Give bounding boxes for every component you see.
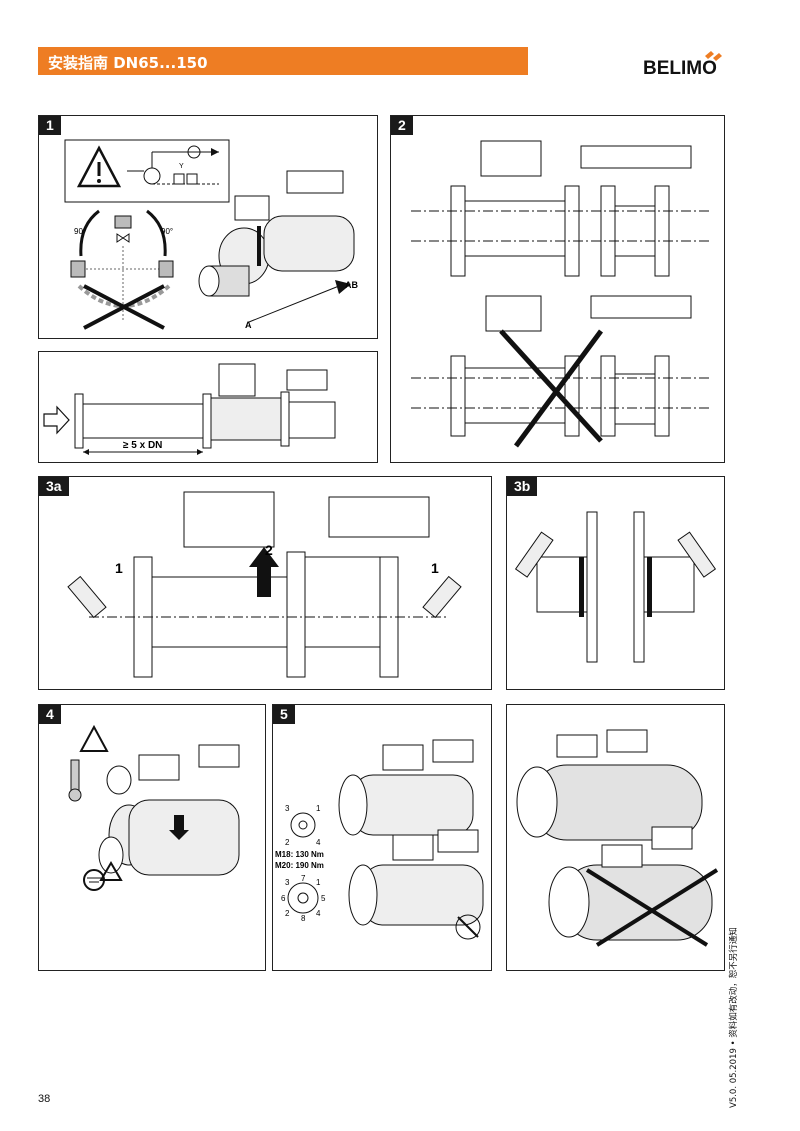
svg-text:90°: 90° [161, 227, 173, 236]
svg-text:1: 1 [431, 560, 439, 576]
panel-3b: 3b [506, 476, 725, 690]
torque-m18: M18: 130 Nm [275, 850, 324, 859]
page-number: 38 [38, 1093, 51, 1105]
page-title: 安装指南 DN65...150 [48, 54, 208, 72]
svg-text:6: 6 [281, 894, 286, 903]
flow-arrow-icon [43, 405, 70, 435]
ground-icon [83, 861, 123, 891]
svg-text:5: 5 [321, 894, 326, 903]
svg-text:3: 3 [285, 878, 290, 887]
svg-text:AB: AB [345, 280, 358, 290]
belimo-logo: BELIMO [643, 51, 722, 79]
panel-number: 2 [391, 116, 413, 135]
torque-m20: M20: 190 Nm [275, 861, 324, 870]
panel-3a-illustration: 2 1 1 [67, 491, 462, 678]
panel-number: 5 [273, 705, 295, 724]
panel-4: 4 [38, 704, 266, 971]
svg-text:2: 2 [285, 838, 290, 847]
panel-1: 1 Y 90° 90° [38, 115, 378, 339]
panel-3b-illustration [514, 511, 717, 663]
panel-2: 2 [390, 115, 725, 463]
panel-2-illustration [411, 140, 711, 448]
svg-text:4: 4 [316, 838, 321, 847]
svg-text:A: A [245, 320, 252, 330]
panel-5-illustration: 3 1 2 4 M18: 130 Nm M20: 190 Nm 7 1 5 4 … [275, 739, 484, 940]
svg-text:90°: 90° [74, 227, 86, 236]
svg-text:2: 2 [265, 542, 273, 558]
panel-1-illustration: Y 90° 90° A AB [64, 139, 358, 330]
panel-6-illustration [516, 729, 719, 947]
bolt-pattern-4: 3 1 2 4 [285, 804, 321, 847]
svg-text:2: 2 [285, 909, 290, 918]
panel-inlet-distance: ≥ 5 x DN [38, 351, 378, 463]
version-note: V5.0. 05.2019 • 资料如有改动，恕不另行通知 [729, 927, 739, 1108]
svg-text:1: 1 [115, 560, 123, 576]
panel-number: 1 [39, 116, 61, 135]
logo-mark-icon [705, 51, 722, 61]
panel-3a: 3a 2 1 1 [38, 476, 492, 690]
svg-text:4: 4 [316, 909, 321, 918]
svg-text:3: 3 [285, 804, 290, 813]
panel-6 [506, 704, 725, 971]
panel-5: 5 3 1 2 4 M18: 130 Nm M20: 190 Nm 7 1 5 … [272, 704, 492, 971]
svg-text:Y: Y [179, 163, 184, 170]
temperature-warning-icon [68, 724, 109, 802]
panel-4-illustration [68, 724, 240, 891]
svg-text:7: 7 [301, 874, 306, 883]
svg-text:1: 1 [316, 804, 321, 813]
bolt-pattern-8: 7 1 5 4 8 2 6 3 [281, 874, 326, 923]
panel-number: 3a [39, 477, 69, 496]
header-bar: 安装指南 DN65...150 [38, 47, 528, 75]
svg-text:1: 1 [316, 878, 321, 887]
warning-icon [76, 145, 122, 188]
svg-text:8: 8 [301, 914, 306, 923]
inlet-distance-illustration: ≥ 5 x DN [43, 363, 336, 455]
logo-text: BELIMO [643, 58, 717, 79]
panel-number: 3b [507, 477, 538, 496]
svg-text:≥ 5 x DN: ≥ 5 x DN [123, 440, 162, 451]
panel-number: 4 [39, 705, 61, 724]
